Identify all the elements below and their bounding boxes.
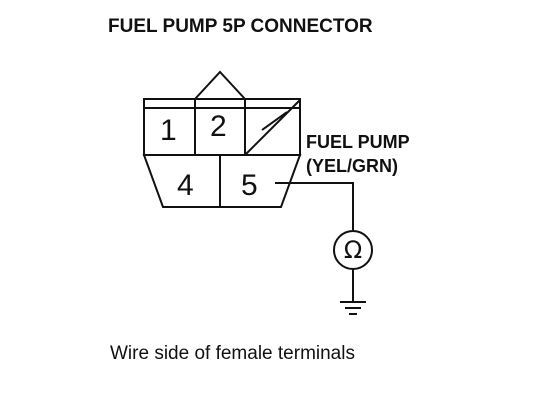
blank-cavity-slash-inner (261, 111, 288, 131)
blank-cavity-slash (244, 99, 301, 156)
wire-label-name: FUEL PUMP (306, 132, 410, 152)
ohm-icon: Ω (344, 236, 362, 264)
wire-label-color: (YEL/GRN) (306, 156, 398, 176)
connector-lock-tab (194, 70, 246, 100)
pin-label-4: 4 (177, 169, 194, 202)
pin-label-5: 5 (241, 169, 258, 202)
connector-lower-body (142, 154, 302, 208)
pin-label-1: 1 (160, 114, 177, 147)
diagram-title: FUEL PUMP 5P CONNECTOR (108, 16, 373, 37)
wire-pin5-to-meter (275, 182, 354, 230)
pin-label-2: 2 (210, 110, 227, 143)
diagram-caption: Wire side of female terminals (110, 343, 355, 364)
